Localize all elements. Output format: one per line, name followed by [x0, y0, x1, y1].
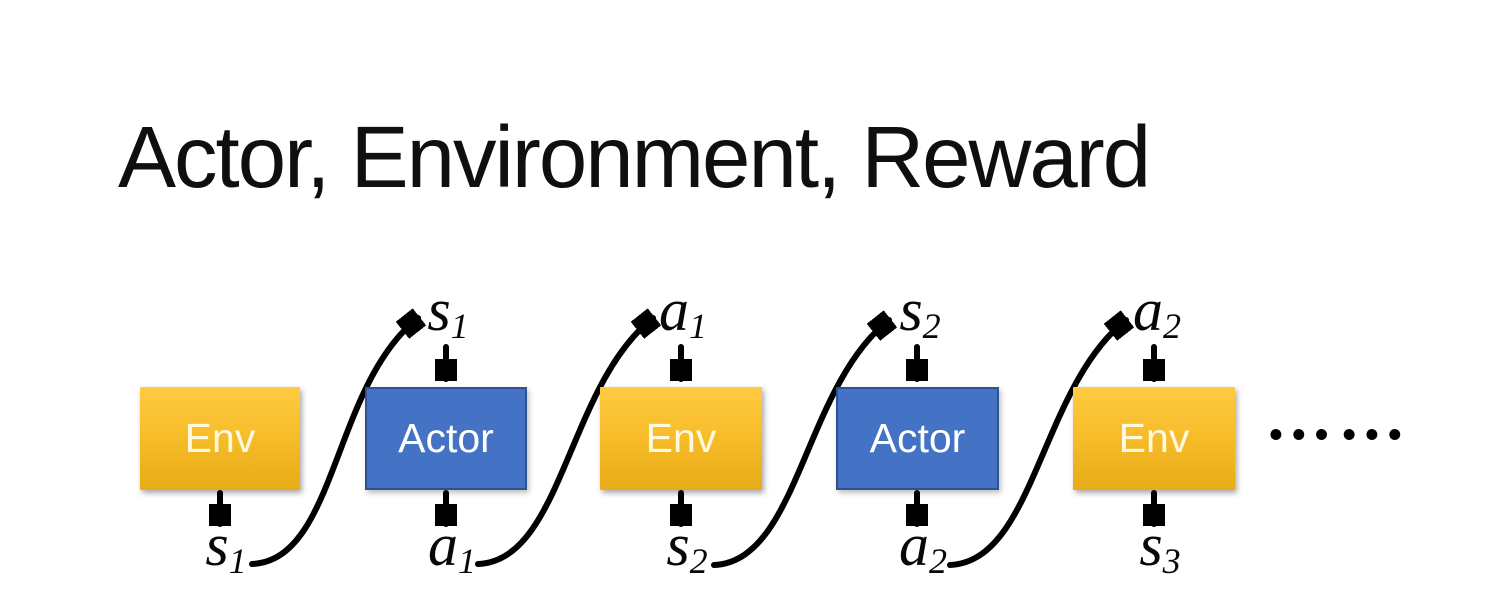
bottom-label-s3: s3 [1139, 512, 1181, 581]
env-box-3: Env [1073, 387, 1235, 490]
bottom-label-s2: s2 [666, 512, 708, 581]
env-box-3-label: Env [1118, 415, 1190, 461]
actor-box-2: Actor [836, 387, 999, 490]
bottom-label-s1: s1 [205, 512, 247, 581]
ellipsis-dots: ••• ••• [1266, 418, 1408, 454]
top-label-a1: a1 [659, 277, 707, 346]
top-label-s1: s1 [427, 277, 469, 346]
actor-box-1-label: Actor [398, 415, 494, 461]
actor-box-2-label: Actor [869, 415, 966, 461]
env-box-2-label: Env [645, 415, 717, 461]
top-label-s2: s2 [899, 277, 941, 346]
slide-title: Actor, Environment, Reward [118, 109, 1151, 206]
bottom-label-a2: a2 [899, 512, 947, 581]
env-box-2: Env [600, 387, 762, 490]
actor-box-1: Actor [365, 387, 527, 490]
env-box-1: Env [140, 387, 300, 490]
top-label-a2: a2 [1133, 277, 1181, 346]
env-box-1-label: Env [184, 415, 256, 461]
bottom-label-a1: a1 [428, 512, 476, 581]
